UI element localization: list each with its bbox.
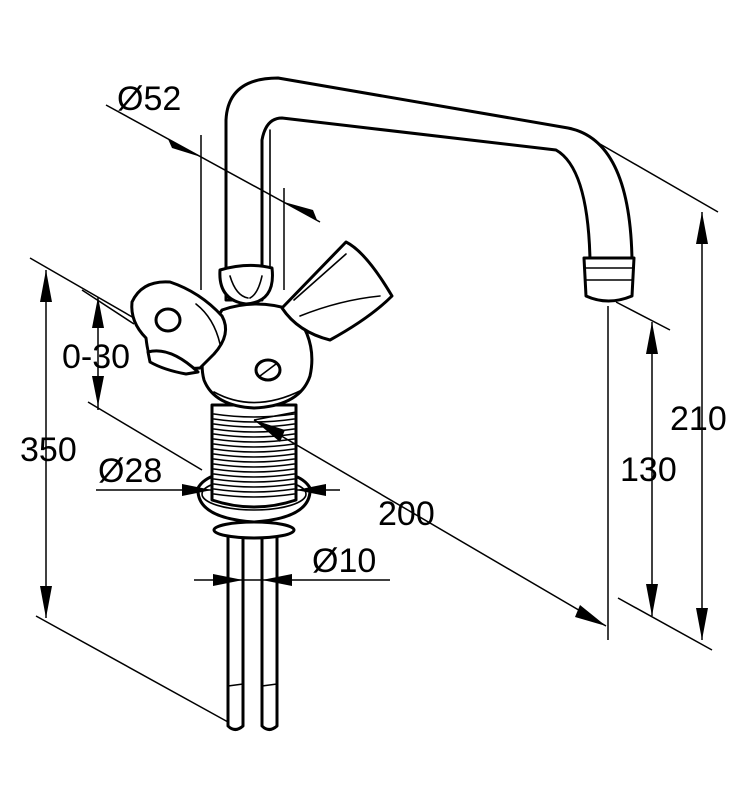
thread-line <box>213 428 295 433</box>
thread-line <box>213 493 295 498</box>
thread-line <box>213 418 295 423</box>
thread-line <box>213 463 295 468</box>
label-h350: 350 <box>20 431 77 469</box>
dimension-reach200: 200 <box>253 306 609 640</box>
label-h130: 130 <box>620 451 677 489</box>
thread-line <box>213 488 295 493</box>
label-swivel: 0-30 <box>62 338 130 376</box>
label-d52: Ø52 <box>117 80 181 118</box>
thread-line <box>213 483 295 488</box>
thread-line <box>213 433 295 438</box>
thread-line <box>213 458 295 463</box>
left-handle <box>130 280 228 376</box>
thread-line <box>213 468 295 473</box>
dimension-h130: 130 <box>615 301 713 651</box>
label-h210: 210 <box>670 400 727 438</box>
thread-line <box>213 413 295 418</box>
thread-line <box>213 453 295 458</box>
thread-line <box>213 443 295 448</box>
dimension-d10: Ø10 <box>194 542 390 586</box>
dimension-h350: 350 <box>20 257 229 723</box>
faucet <box>130 76 636 731</box>
spout <box>224 76 636 303</box>
right-handle <box>280 240 394 342</box>
dimension-swivel: 0-30 <box>62 289 203 471</box>
dimension-h210: 210 <box>599 143 727 640</box>
label-d28: Ø28 <box>98 452 162 490</box>
label-d10: Ø10 <box>312 542 376 580</box>
dimension-d28: Ø28 <box>96 452 340 496</box>
thread-line <box>213 423 295 428</box>
thread-line <box>213 473 295 478</box>
thread-line <box>213 448 295 453</box>
label-reach200: 200 <box>378 495 435 533</box>
thread-line <box>213 438 295 443</box>
thread-line <box>213 478 295 483</box>
mixer-body <box>200 263 314 410</box>
dimension-d52: Ø52 <box>105 80 321 290</box>
supply-pipes <box>226 528 279 731</box>
